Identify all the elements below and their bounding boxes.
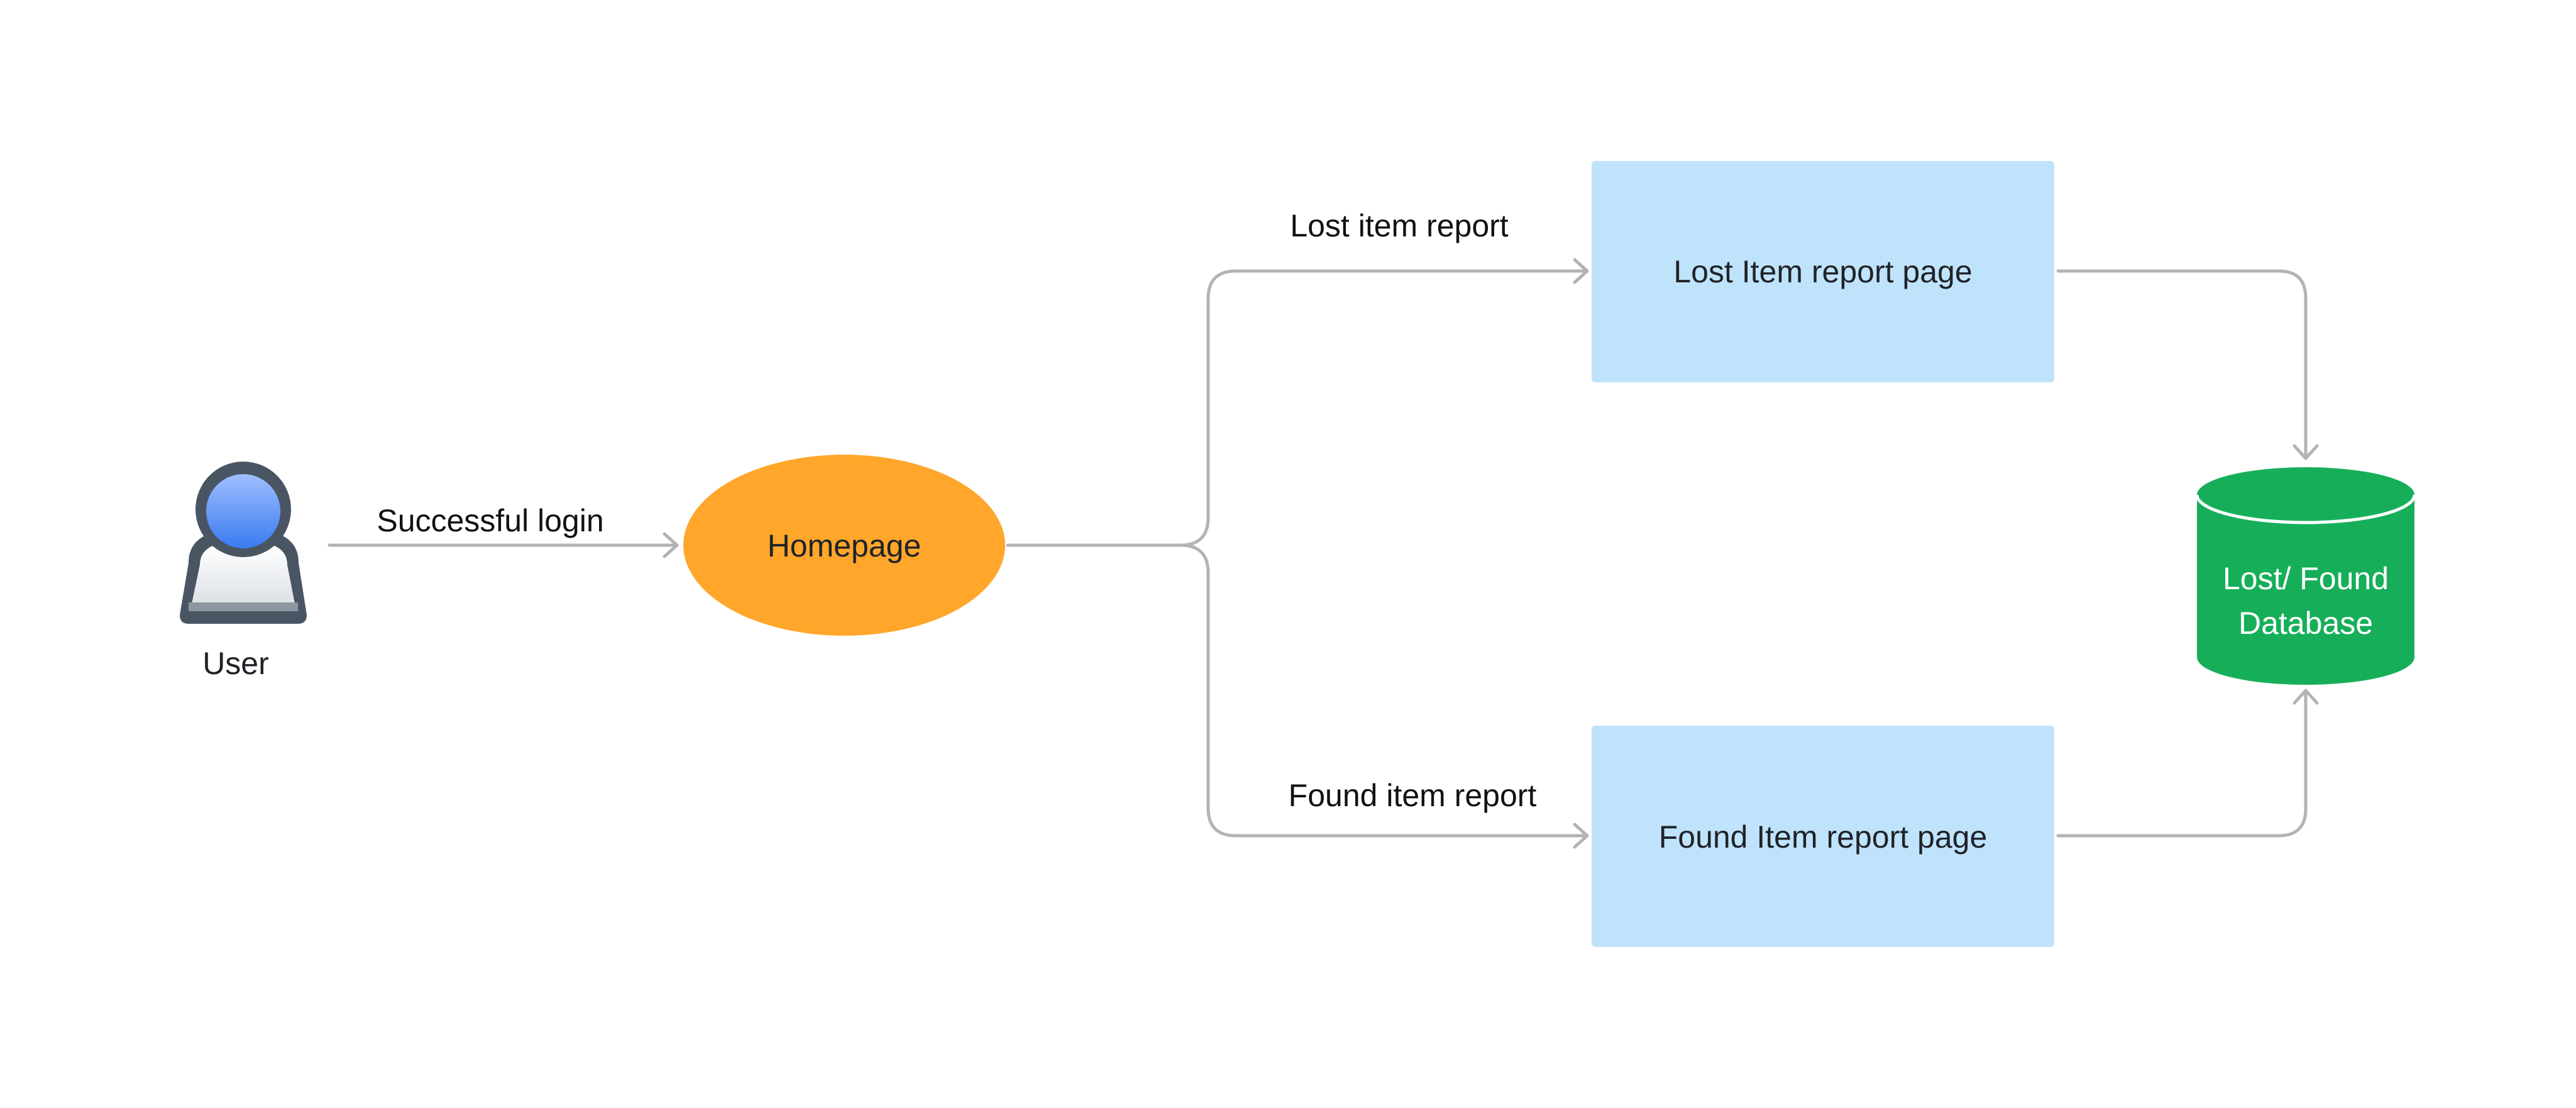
found-edge-label: Found item report [1289, 778, 1537, 813]
found-report-page-box [1592, 726, 2054, 947]
homepage-node: Homepage [683, 455, 1005, 636]
lost-report-page-box [1592, 161, 2054, 382]
lost-report-page-label: Lost Item report page [1673, 254, 1972, 289]
lost-arrowhead [1573, 258, 1589, 284]
user-actor: User [180, 462, 307, 681]
database-rim [2195, 494, 2416, 524]
lost-to-db-connector [2056, 269, 2308, 459]
found-arrowhead [1573, 823, 1589, 849]
user-icon [180, 462, 307, 624]
lost-to-db-arrowhead [2293, 444, 2319, 460]
lost-report-page-node: Lost Item report page [1592, 161, 2054, 382]
login-arrowhead [663, 532, 679, 558]
found-to-db-arrowhead [2293, 689, 2319, 705]
database-cylinder [2197, 467, 2414, 685]
found-to-db-connector [2056, 690, 2308, 838]
lost-edge-label: Lost item report [1290, 208, 1508, 243]
edge-successful-login: Successful login [328, 503, 679, 558]
found-connector [1179, 543, 1588, 838]
found-report-page-label: Found Item report page [1659, 819, 1988, 855]
lost-connector [1179, 269, 1588, 547]
user-label: User [202, 646, 269, 681]
homepage-ellipse [683, 455, 1005, 636]
edge-homepage-branch: Lost item report Found item report [1006, 208, 1589, 849]
database-label-line2: Database [2238, 606, 2373, 641]
login-edge-label: Successful login [377, 503, 603, 538]
found-report-page-node: Found Item report page [1592, 726, 2054, 947]
edge-to-database [2056, 269, 2319, 838]
homepage-label: Homepage [768, 528, 922, 563]
database-node: Lost/ Found Database [2195, 467, 2416, 685]
database-label-line1: Lost/ Found [2223, 561, 2389, 596]
